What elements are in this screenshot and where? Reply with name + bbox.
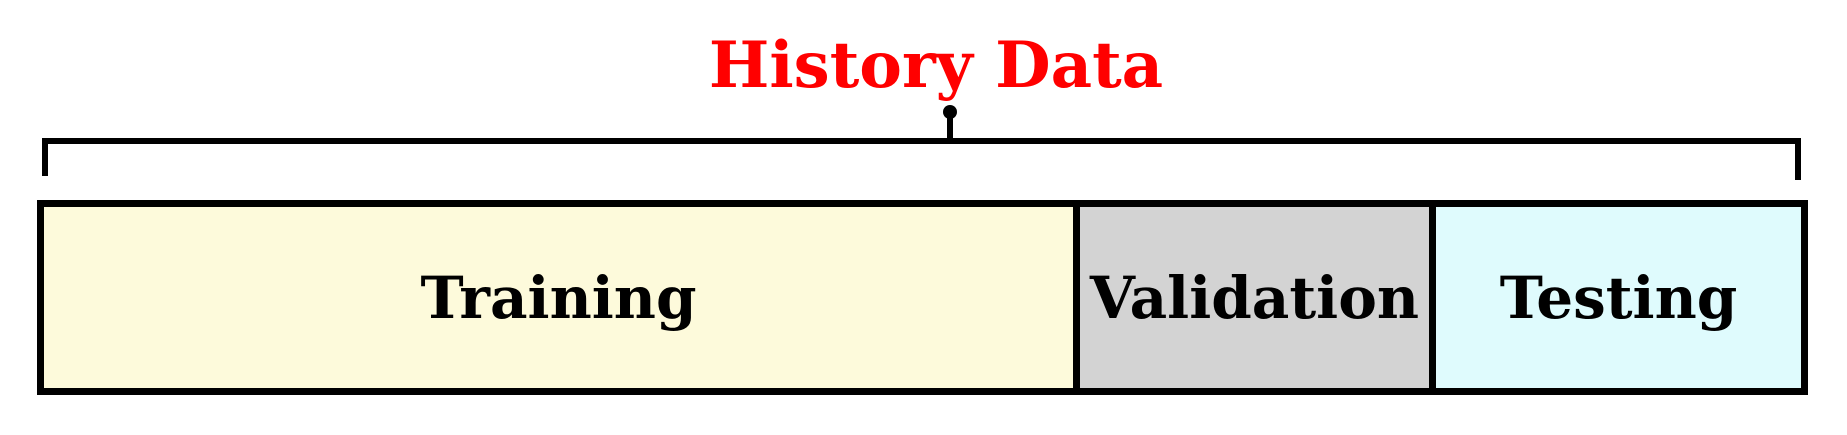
pointer-line	[947, 112, 953, 144]
brace-left-tick	[42, 138, 48, 176]
brace-right-tick	[1795, 138, 1801, 180]
testing-segment: Testing	[1436, 207, 1801, 388]
data-split-bar: Training Validation Testing	[37, 200, 1808, 395]
history-data-title: History Data	[708, 28, 1164, 103]
training-segment: Training	[44, 207, 1073, 388]
validation-segment: Validation	[1080, 207, 1429, 388]
brace-horizontal-line	[42, 138, 1801, 144]
training-segment-label: Training	[420, 263, 697, 332]
validation-segment-label: Validation	[1089, 263, 1420, 332]
testing-segment-label: Testing	[1499, 263, 1738, 332]
